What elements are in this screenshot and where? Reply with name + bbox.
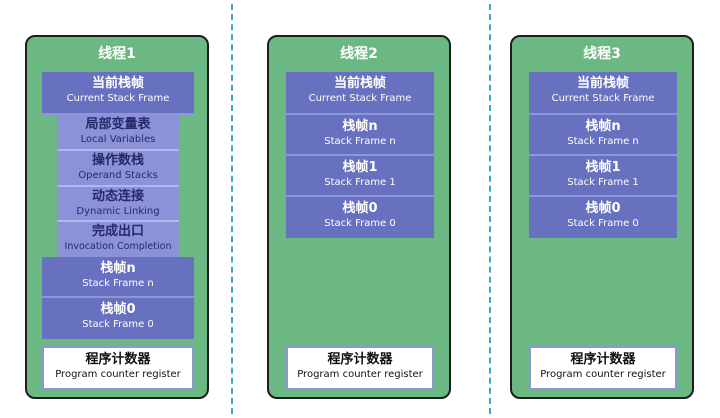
- local-variables: 局部变量表 Local Variables: [57, 115, 179, 151]
- operand-stacks: 操作数栈 Operand Stacks: [57, 151, 179, 187]
- current-stack-frame: 当前栈帧 Current Stack Frame: [286, 72, 434, 115]
- thread-title: 线程1: [98, 46, 136, 62]
- invocation-completion: 完成出口 Invocation Completion: [57, 222, 179, 257]
- thread-title: 线程3: [583, 46, 621, 62]
- thread-2: 线程2 当前栈帧 Current Stack Frame 栈帧n Stack F…: [267, 35, 451, 399]
- dynamic-linking: 动态连接 Dynamic Linking: [57, 187, 179, 222]
- program-counter-register: 程序计数器 Program counter register: [286, 346, 434, 390]
- stack-frame-0: 栈帧0 Stack Frame 0: [42, 298, 194, 339]
- program-counter-register: 程序计数器 Program counter register: [529, 346, 677, 390]
- thread-divider-1: [231, 4, 233, 414]
- thread-1: 线程1 当前栈帧 Current Stack Frame 局部变量表 Local…: [25, 35, 209, 399]
- stack-frame-0: 栈帧0 Stack Frame 0: [286, 197, 434, 238]
- thread-divider-2: [489, 4, 491, 414]
- stack-frame-n: 栈帧n Stack Frame n: [286, 115, 434, 156]
- thread-title: 线程2: [340, 46, 378, 62]
- stack-frame-0: 栈帧0 Stack Frame 0: [529, 197, 677, 238]
- program-counter-register: 程序计数器 Program counter register: [42, 346, 194, 390]
- stack-frame-1: 栈帧1 Stack Frame 1: [286, 156, 434, 197]
- stack-frame-n: 栈帧n Stack Frame n: [42, 257, 194, 298]
- stack-frame-1: 栈帧1 Stack Frame 1: [529, 156, 677, 197]
- thread-3: 线程3 当前栈帧 Current Stack Frame 栈帧n Stack F…: [510, 35, 694, 399]
- stack-frame-n: 栈帧n Stack Frame n: [529, 115, 677, 156]
- current-stack-frame: 当前栈帧 Current Stack Frame: [42, 72, 194, 115]
- current-stack-frame: 当前栈帧 Current Stack Frame: [529, 72, 677, 115]
